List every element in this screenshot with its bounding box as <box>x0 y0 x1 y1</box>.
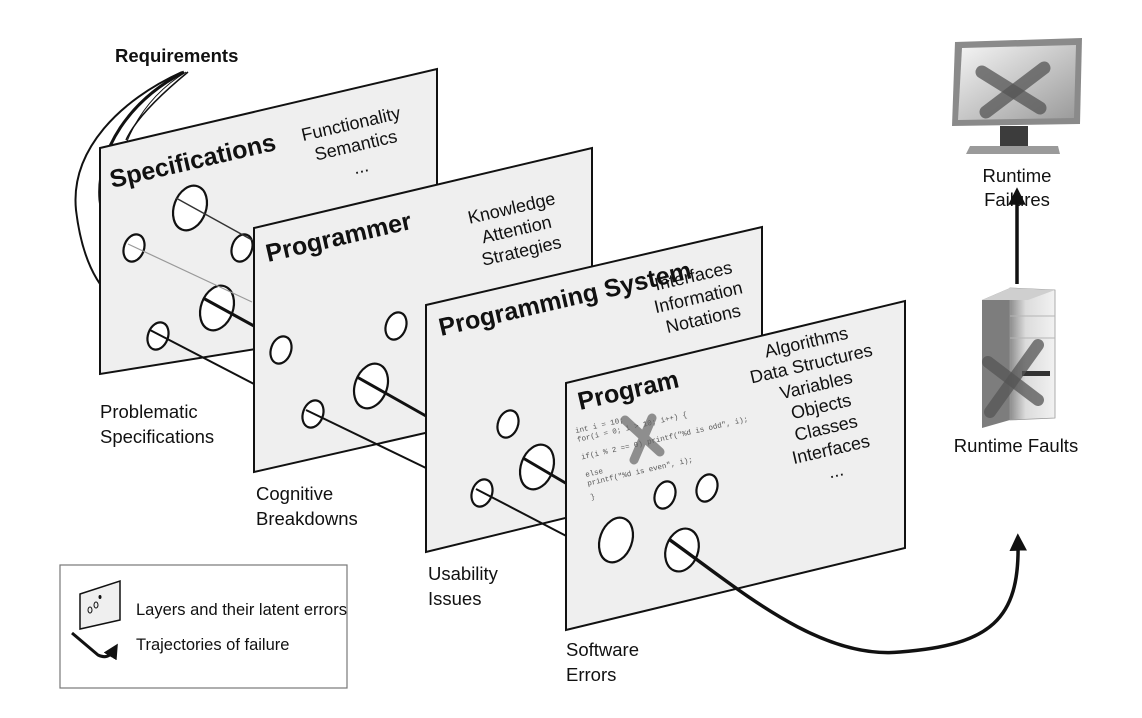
software-errors-label: Software <box>566 639 639 660</box>
software-errors-label: Errors <box>566 664 616 685</box>
latent-error-hole <box>230 233 254 263</box>
code-line: } <box>590 494 596 503</box>
computer-tower-with-x-icon <box>982 287 1056 428</box>
trajectory-segment <box>475 488 575 541</box>
code-error-x-icon <box>620 413 665 465</box>
latent-error-hole <box>597 516 635 564</box>
requirements-label: Requirements <box>115 45 238 66</box>
legend: Layers and their latent errors Trajector… <box>59 564 348 689</box>
trajectory-segment <box>356 375 427 418</box>
program-item: ... <box>826 459 845 482</box>
cognitive-breakdowns-label: Breakdowns <box>256 508 358 529</box>
layer-icon <box>79 579 121 630</box>
latent-error-hole <box>695 473 719 503</box>
trajectory-segment <box>202 296 255 328</box>
code-line: else <box>585 468 604 480</box>
legend-trajectories-label: Trajectories of failure <box>136 636 289 654</box>
trajectory-segment <box>127 243 253 303</box>
latent-error-hole <box>653 480 677 510</box>
latent-error-hole <box>269 335 293 365</box>
layer-program: Program int i = 10; for(i = 0; i > 10; i… <box>565 299 906 632</box>
cognitive-breakdowns-label: Cognitive <box>256 483 333 504</box>
latent-error-hole <box>496 409 520 439</box>
specifications-item: ... <box>351 155 370 178</box>
program-plane <box>565 299 906 632</box>
runtime-faults-label: Runtime Faults <box>954 435 1078 456</box>
trajectory-segment <box>149 329 255 385</box>
problematic-specifications-label: Problematic <box>100 401 198 422</box>
legend-box <box>59 564 348 689</box>
usability-issues-label: Issues <box>428 588 481 609</box>
trajectory-arrow-icon <box>71 631 118 661</box>
failure-trajectory-arrow <box>668 533 1027 655</box>
usability-issues-label: Usability <box>428 563 499 584</box>
runtime-failures-label: Runtime <box>983 165 1052 186</box>
legend-layers-label: Layers and their latent errors <box>136 601 347 619</box>
trajectory-segment <box>175 197 253 241</box>
monitor-with-x-icon <box>952 38 1082 154</box>
latent-error-hole <box>384 311 408 341</box>
runtime-failures-label: Failures <box>984 189 1050 210</box>
problematic-specifications-label: Specifications <box>100 426 214 447</box>
trajectory-segment <box>305 409 427 469</box>
